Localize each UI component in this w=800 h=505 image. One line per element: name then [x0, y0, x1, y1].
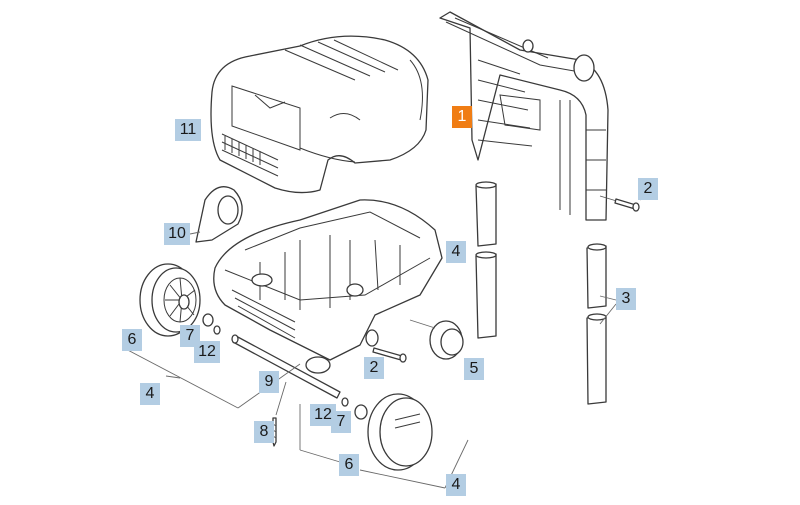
callout-11[interactable]: 11 — [175, 119, 201, 141]
callout-4-bottom[interactable]: 4 — [446, 474, 466, 496]
part-4-tube-upper[interactable] — [475, 181, 497, 247]
callout-8[interactable]: 8 — [254, 421, 274, 443]
callout-4-upper[interactable]: 4 — [446, 241, 466, 263]
part-3-tube-lower[interactable] — [586, 295, 617, 405]
callout-1[interactable]: 1 — [452, 106, 472, 128]
part-12-washer-left[interactable] — [213, 325, 221, 335]
part-12-washer-right[interactable] — [341, 397, 349, 407]
callout-2-lower[interactable]: 2 — [364, 357, 384, 379]
part-10-cap[interactable] — [189, 186, 243, 243]
part-11-top-cover[interactable] — [210, 35, 429, 194]
part-7-nut-right[interactable] — [354, 404, 368, 420]
callout-12-right[interactable]: 12 — [310, 404, 336, 426]
callout-12-left[interactable]: 12 — [194, 341, 220, 363]
callout-6-left[interactable]: 6 — [122, 329, 142, 351]
callout-4-left[interactable]: 4 — [140, 383, 160, 405]
part-9-axle[interactable] — [231, 334, 341, 399]
part-2-pin-lower[interactable] — [372, 347, 407, 363]
part-3-tube-upper[interactable] — [586, 243, 607, 309]
part-7-nut-left[interactable] — [202, 313, 214, 327]
callout-6-bottom[interactable]: 6 — [339, 454, 359, 476]
part-6-wheel-left[interactable] — [139, 263, 201, 337]
callout-7-right[interactable]: 7 — [331, 411, 351, 433]
callout-3[interactable]: 3 — [616, 288, 636, 310]
part-5-round-cap[interactable] — [409, 319, 464, 360]
callout-10[interactable]: 10 — [164, 223, 190, 245]
callout-2-upper[interactable]: 2 — [638, 178, 658, 200]
part-4-tube-lower[interactable] — [475, 251, 497, 339]
main-housing[interactable] — [213, 199, 443, 374]
callout-9[interactable]: 9 — [259, 371, 279, 393]
callout-5[interactable]: 5 — [464, 358, 484, 380]
part-6-wheel-right[interactable] — [367, 393, 433, 471]
part-1-handle-frame[interactable] — [439, 11, 609, 221]
